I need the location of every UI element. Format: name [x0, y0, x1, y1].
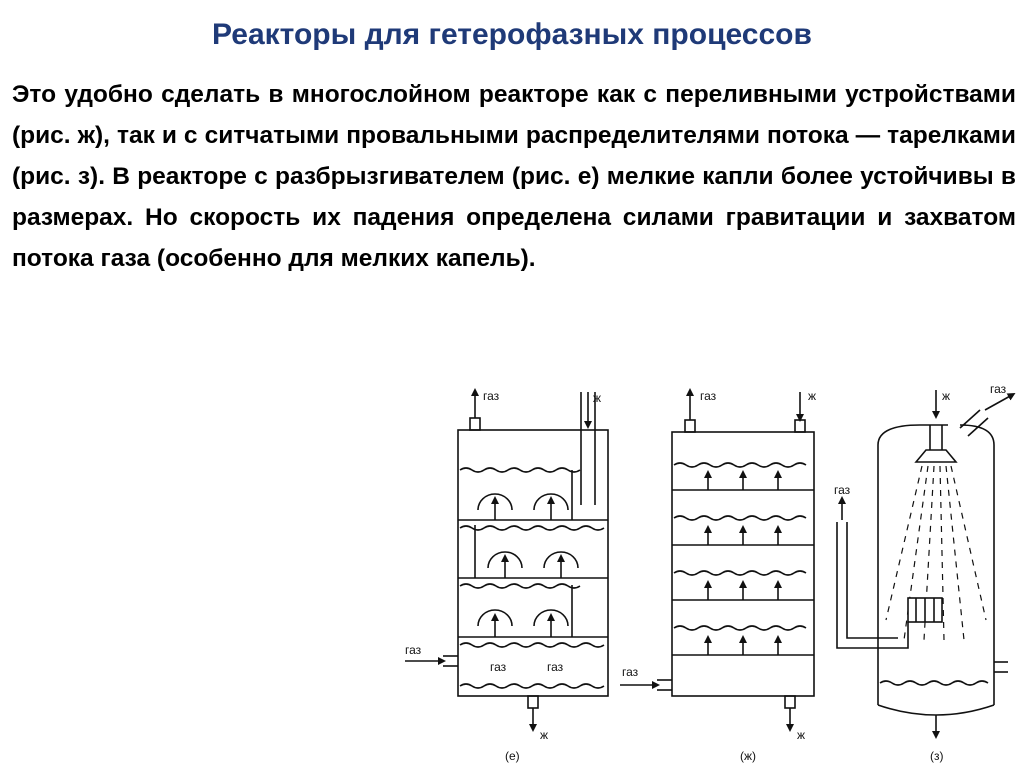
label-liquid-e-in: ж — [593, 391, 601, 405]
label-gas-z-in: газ — [834, 483, 851, 497]
page-title: Реакторы для гетерофазных процессов — [212, 18, 812, 51]
label-gas-e-bottom-2: газ — [547, 660, 564, 674]
label-gas-e-in: газ — [405, 643, 422, 657]
caption-zh: (ж) — [740, 749, 756, 763]
caption-z: (з) — [930, 749, 944, 763]
label-gas-zh-in: газ — [622, 665, 639, 679]
label-gas-zh-out: газ — [700, 389, 717, 403]
label-gas-z-out: газ — [990, 382, 1007, 396]
label-liquid-zh-out: ж — [797, 728, 805, 742]
label-gas-e-out: газ — [483, 389, 500, 403]
reactor-diagrams: газ ж газ газ газ ж газ ж газ ж ж газ га… — [395, 372, 1024, 767]
reactor-z — [836, 390, 1016, 739]
reactor-e — [405, 388, 609, 732]
caption-e: (е) — [505, 749, 520, 763]
label-liquid-zh-in: ж — [808, 389, 816, 403]
label-gas-e-bottom-1: газ — [490, 660, 507, 674]
body-paragraph: Это удобно сделать в многослойном реакто… — [12, 81, 1016, 272]
label-liquid-z-in: ж — [942, 389, 950, 403]
label-liquid-e-out: ж — [540, 728, 548, 742]
reactor-zh — [620, 388, 815, 732]
